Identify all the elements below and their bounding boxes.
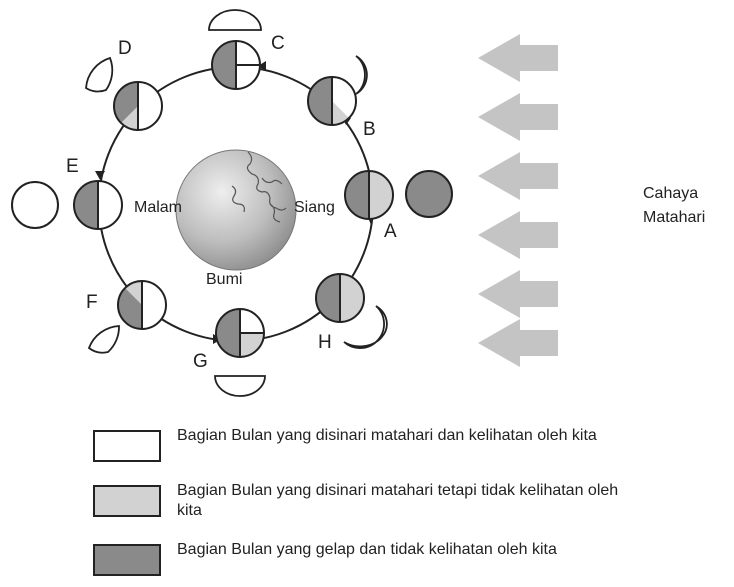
legend-item-lit-hidden: Bagian Bulan yang disinari matahari teta… bbox=[93, 481, 653, 525]
day-label: Siang bbox=[294, 199, 335, 216]
seen-phase-e-full bbox=[11, 181, 59, 229]
sunlight-arrow bbox=[478, 34, 558, 82]
night-label: Malam bbox=[134, 199, 182, 216]
moon-position-e bbox=[73, 180, 123, 230]
moon-position-d bbox=[113, 81, 163, 131]
sunlight-arrow bbox=[478, 211, 558, 259]
earth bbox=[175, 149, 297, 271]
sunlight-label-line1: Cahaya bbox=[643, 185, 698, 202]
sunlight-arrow bbox=[478, 93, 558, 141]
moon-position-a bbox=[344, 170, 394, 220]
moon-position-g bbox=[215, 308, 265, 358]
moon-position-h bbox=[315, 273, 365, 323]
sunlight-arrows bbox=[478, 34, 558, 367]
legend-text-lit-hidden: Bagian Bulan yang disinari matahari teta… bbox=[177, 482, 619, 519]
moon-position-b bbox=[307, 76, 357, 126]
label-b: B bbox=[363, 119, 376, 140]
label-e: E bbox=[66, 156, 79, 177]
seen-phase-g-half bbox=[214, 375, 266, 397]
earth-globe bbox=[175, 149, 297, 271]
moon-position-f bbox=[117, 280, 167, 330]
sunlight-arrow bbox=[478, 319, 558, 367]
legend-swatch-dark-gray bbox=[93, 544, 161, 576]
seen-phase-f-gibbous bbox=[87, 325, 120, 354]
label-d: D bbox=[118, 38, 132, 59]
legend-text-dark: Bagian Bulan yang gelap dan tidak keliha… bbox=[177, 541, 557, 558]
earth-landmass bbox=[231, 151, 287, 223]
earth-label: Bumi bbox=[206, 271, 242, 288]
legend-swatch-light-gray bbox=[93, 485, 161, 517]
seen-phase-d-gibbous bbox=[85, 56, 114, 93]
seen-phase-b-crescent bbox=[355, 55, 368, 95]
label-a: A bbox=[384, 221, 397, 242]
seen-phase-c-half bbox=[208, 9, 262, 31]
legend-item-lit-visible: Bagian Bulan yang disinari matahari dan … bbox=[93, 426, 653, 470]
legend-swatch-white bbox=[93, 430, 161, 462]
moon-position-c bbox=[211, 40, 261, 90]
label-c: C bbox=[271, 33, 285, 54]
seen-phase-h-crescent bbox=[343, 305, 388, 349]
sunlight-label-line2: Matahari bbox=[643, 209, 705, 226]
sunlight-arrow bbox=[478, 152, 558, 200]
label-f: F bbox=[86, 292, 98, 313]
label-g: G bbox=[193, 351, 208, 372]
legend-text-lit-visible: Bagian Bulan yang disinari matahari dan … bbox=[177, 427, 597, 444]
sunlight-arrow bbox=[478, 270, 558, 318]
label-h: H bbox=[318, 332, 332, 353]
legend-item-dark: Bagian Bulan yang gelap dan tidak keliha… bbox=[93, 540, 653, 584]
seen-phase-a-new bbox=[405, 170, 453, 218]
